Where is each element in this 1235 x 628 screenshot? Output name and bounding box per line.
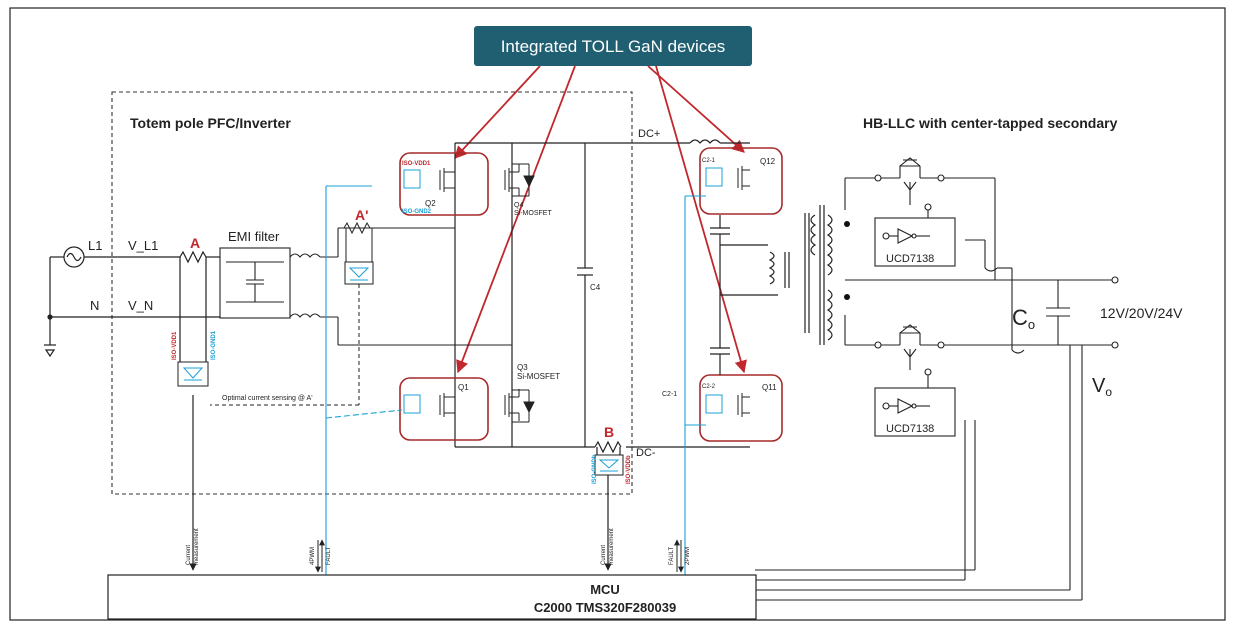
mcu-box <box>107 574 757 620</box>
gan-q12 <box>699 147 783 215</box>
iso-vdd-a: ISO-VDD1 <box>172 331 178 360</box>
pfc-region <box>111 91 633 495</box>
label-q3: Q3 <box>517 363 528 372</box>
label-vo: Vo <box>1092 375 1112 399</box>
label-point-a-prime: A' <box>355 207 368 223</box>
label-dc-plus: DC+ <box>638 128 660 140</box>
label-vn: V_N <box>128 298 153 313</box>
dc-bus <box>454 139 750 571</box>
label-n: N <box>90 298 99 313</box>
label-q12: Q12 <box>760 157 776 166</box>
label-q1: Q1 <box>458 383 469 392</box>
driver-top-label: UCD7138 <box>886 253 934 265</box>
llc-secondary <box>755 157 1119 601</box>
dc-bus-inductor <box>689 139 721 144</box>
ac-input <box>44 246 220 571</box>
label-point-b: B <box>604 424 614 440</box>
current-measurement-b-2: measurement <box>609 528 615 565</box>
title-badge-text: Integrated TOLL GaN devices <box>501 37 726 56</box>
gan-q1 <box>399 377 489 441</box>
current-measurement-a-1: Current <box>186 545 192 565</box>
emi-filter <box>219 227 512 346</box>
pwm-left-label-2: FAULT <box>326 546 332 565</box>
label-c2-2: C2-2 <box>702 384 716 390</box>
outer-frame <box>9 7 1226 621</box>
gan-q2 <box>399 152 489 216</box>
pwm-right-label-1: FAULT <box>669 546 675 565</box>
label-iso-gnd2: ISO-GND2 <box>402 209 432 215</box>
label-c2-1-side: C2-1 <box>662 391 677 398</box>
pwm-signal-lines <box>325 185 706 575</box>
label-iso-vdd1: ISO-VDD1 <box>402 161 431 167</box>
resistor-a-prime <box>210 221 374 406</box>
driver-bottom <box>874 387 956 437</box>
left-section-title: Totem pole PFC/Inverter <box>130 115 291 131</box>
dot-bottom <box>844 294 850 300</box>
llc-primary <box>710 205 833 375</box>
iso-gnd-b: ISO-GNDb <box>592 454 598 484</box>
resistor-a <box>179 250 207 264</box>
arrow-to-q2 <box>454 65 541 159</box>
label-c4: C4 <box>590 283 601 292</box>
arrow-to-q12 <box>647 65 745 153</box>
label-emi-filter: EMI filter <box>228 229 280 244</box>
driver-bottom-label: UCD7138 <box>886 423 934 435</box>
inductor-l1 <box>289 253 321 258</box>
iso-amp-b <box>594 454 624 476</box>
sine-wave-icon <box>66 252 82 262</box>
right-section-title: HB-LLC with center-tapped secondary <box>863 115 1118 131</box>
label-q3-type: Si-MOSFET <box>517 372 560 381</box>
resistor-b <box>594 440 622 454</box>
drivers <box>874 217 956 437</box>
pwm-left-label-1: 4PWM <box>310 547 316 565</box>
label-output-voltage: 12V/20V/24V <box>1100 305 1183 321</box>
label-q4: Q4 <box>514 202 523 209</box>
note-current-sensing: Optimal current sensing @ A' <box>222 395 313 402</box>
label-q11: Q11 <box>762 383 777 392</box>
ground-icon <box>44 349 56 358</box>
label-dc-minus: DC- <box>636 447 656 459</box>
gan-q11 <box>699 374 783 442</box>
dot-top <box>844 221 850 227</box>
inductor-n <box>289 313 321 318</box>
transistor-symbols <box>403 163 750 423</box>
label-q4-type: Si-MOSFET <box>514 210 552 217</box>
arrow-to-q1 <box>456 65 576 374</box>
pwm-right-label-2: 2PWM <box>685 547 691 565</box>
current-measurement-a-2: measurement <box>194 528 200 565</box>
title-badge <box>474 26 752 66</box>
current-measurement-b-1: Current <box>601 545 607 565</box>
mcu-title: MCU <box>590 582 620 597</box>
iso-amp-a <box>177 361 209 387</box>
iso-vdd-b: ISO-VDDb <box>626 455 632 484</box>
pwm-arrows <box>315 539 684 573</box>
label-c2-1-top: C2-1 <box>702 158 716 164</box>
label-q2: Q2 <box>425 199 436 208</box>
mcu-part: C2000 TMS320F280039 <box>534 600 676 615</box>
gan-device-outlines <box>399 147 783 442</box>
label-vl1: V_L1 <box>128 238 158 253</box>
arrow-to-q11 <box>655 65 747 374</box>
driver-top <box>874 217 956 267</box>
callout-arrows <box>454 65 747 374</box>
label-point-a: A <box>190 235 200 251</box>
label-cap-co: Co <box>1012 305 1035 332</box>
label-l1: L1 <box>88 238 102 253</box>
iso-gnd-a: ISO-GND1 <box>211 330 217 360</box>
